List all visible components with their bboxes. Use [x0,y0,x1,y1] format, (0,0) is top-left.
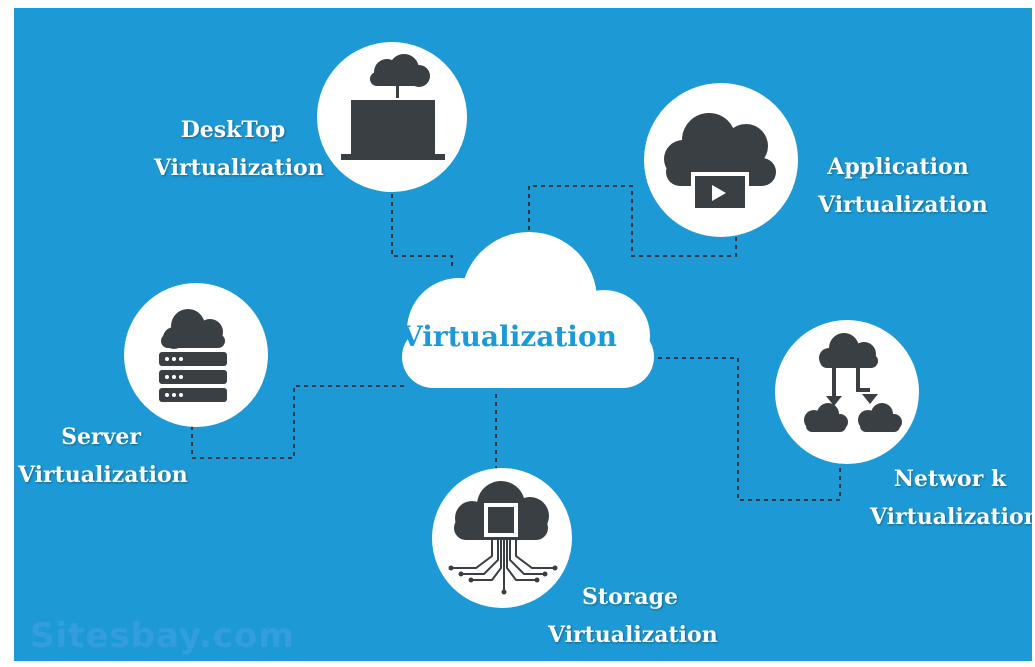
application-label: Application Virtualization [818,148,988,224]
chip-cloud-icon [448,481,558,595]
connector-application [528,185,737,257]
cloud-play-icon [664,113,776,212]
diagram-canvas [124,42,919,608]
desktop-label-line2: Virtualization [154,155,324,181]
connector-lines [191,185,841,501]
connector-desktop [391,194,453,270]
center-label: Virtualization [401,320,617,353]
central-cloud [402,232,654,388]
desktop-node [317,42,467,192]
desktop-label: DeskTop Virtualization [154,111,324,187]
storage-label-line1: Storage [582,584,678,610]
network-label: Networ k Virtualization [870,460,1032,536]
connector-server [191,385,404,459]
connector-network [642,357,841,501]
application-label-line2: Virtualization [818,192,988,218]
network-label-line2: Virtualization [870,504,1032,530]
network-label-line1: Networ k [893,466,1007,492]
network-node [775,320,919,464]
virtualization-diagram: Virtualization DeskTop Virtualization Ap… [14,8,1032,661]
application-node [644,83,798,237]
server-label: Server Virtualization [18,418,188,494]
storage-label: Storage Virtualization [548,578,718,654]
server-cloud-icon [159,309,227,402]
watermark: Sitesbay.com [30,616,295,656]
network-clouds-icon [804,333,902,432]
application-label-line1: Application [827,154,969,180]
server-label-line2: Virtualization [18,462,188,488]
storage-label-line2: Virtualization [548,622,718,648]
server-node [124,283,268,427]
server-label-line1: Server [61,424,141,450]
laptop-cloud-icon [341,54,445,160]
storage-node [432,468,572,608]
desktop-label-line1: DeskTop [180,117,286,143]
